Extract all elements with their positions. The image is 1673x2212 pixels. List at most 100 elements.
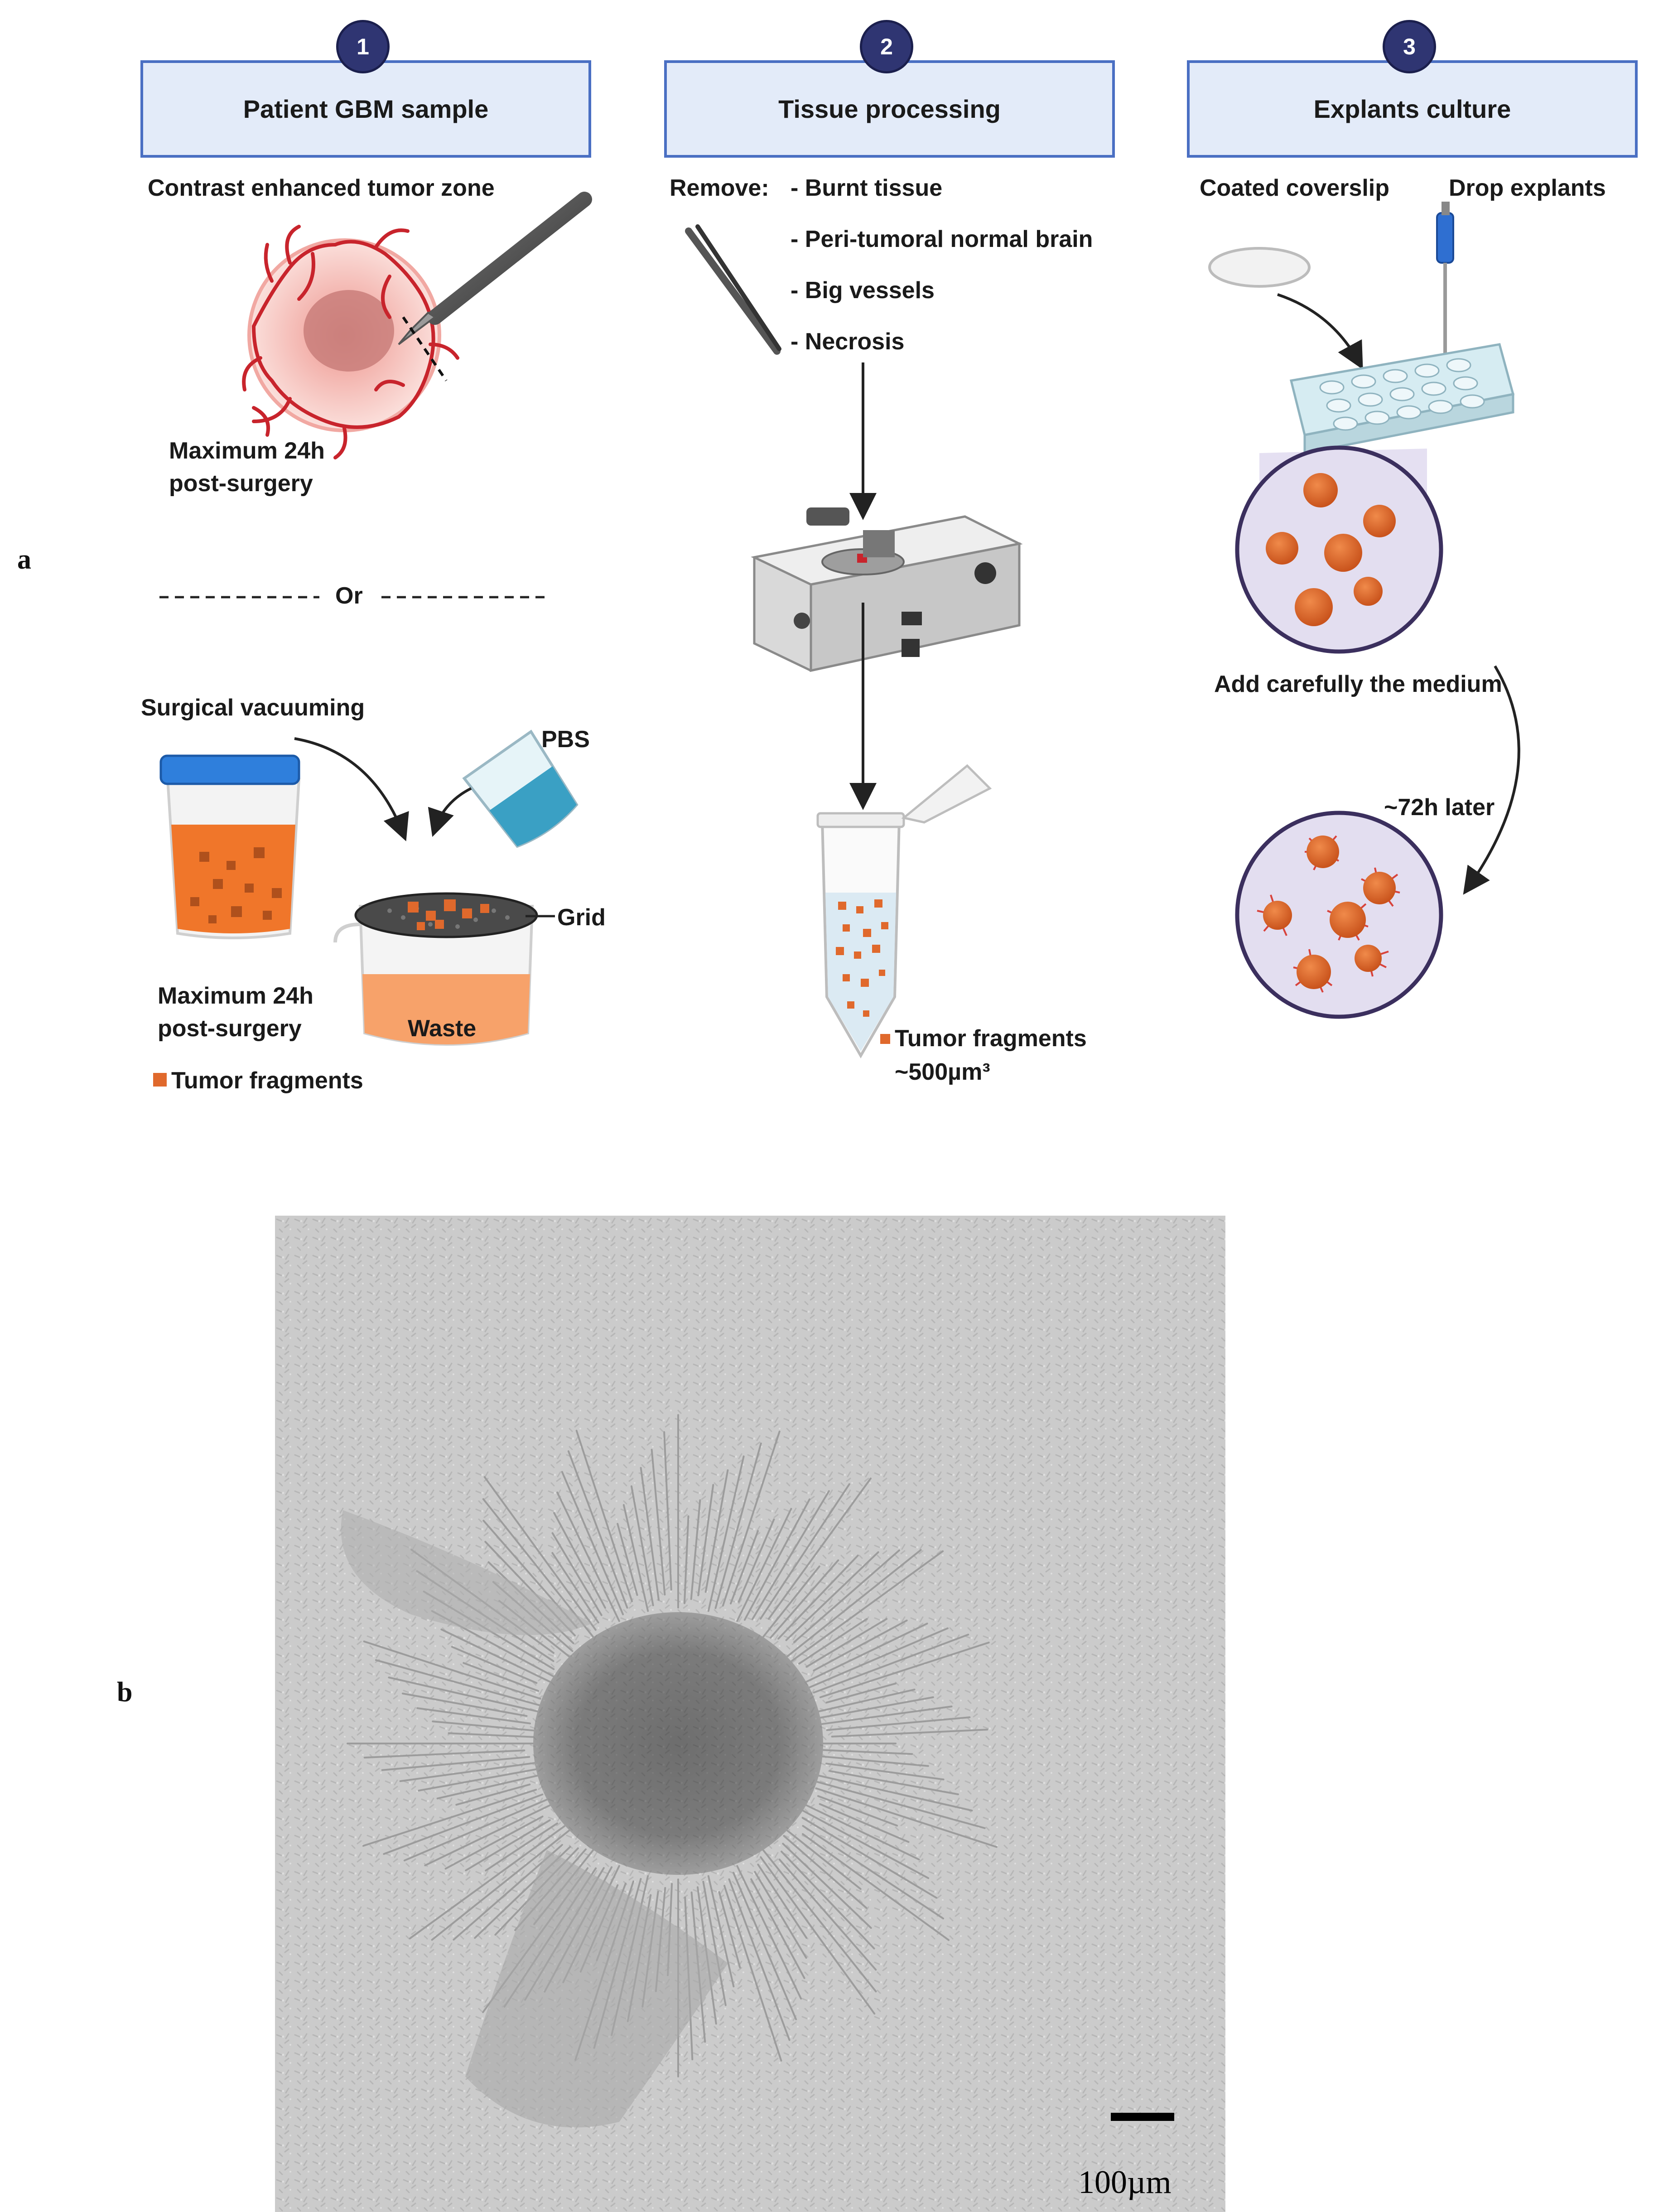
- cell-process: [375, 1659, 544, 1707]
- cell-process: [448, 1732, 539, 1739]
- cell-process: [702, 1881, 727, 2006]
- cell-process: [821, 1705, 953, 1725]
- cell-process: [575, 1430, 633, 1603]
- cell-process: [777, 1555, 859, 1640]
- remove-item-necrosis: - Necrosis: [791, 328, 905, 355]
- cell-process: [829, 1770, 959, 1796]
- cell-process: [831, 1729, 988, 1738]
- 72h-later-label: ~72h later: [1384, 794, 1495, 821]
- cell-process: [651, 1449, 666, 1596]
- cell-process: [825, 1763, 945, 1781]
- cell-process: [769, 1559, 839, 1639]
- cell-process: [707, 1875, 735, 1988]
- cell-process: [736, 1507, 792, 1622]
- step-2-box: Tissue processing: [664, 60, 1115, 158]
- cell-process: [436, 1772, 547, 1800]
- cell-process: [815, 1787, 998, 1848]
- cell-process: [782, 1843, 872, 1929]
- cell-process: [759, 1483, 850, 1620]
- waste-beaker-icon: [333, 905, 534, 1046]
- cell-process: [465, 1819, 551, 1872]
- tumor-icon: [242, 225, 459, 459]
- cell-process: [432, 1720, 535, 1732]
- cell-process: [707, 1455, 745, 1612]
- cell-process: [752, 1490, 830, 1620]
- cell-process: [718, 1891, 741, 1969]
- cell-process: [424, 1801, 557, 1867]
- scale-bar-label: 100µm: [1078, 2164, 1172, 2200]
- cell-process: [798, 1618, 868, 1665]
- vacuum-label: Surgical vacuuming: [141, 695, 365, 721]
- panel-label-a: a: [17, 544, 31, 575]
- tube-fragments-label: Tumor fragments: [895, 1025, 1087, 1052]
- cell-process: [802, 1825, 945, 1920]
- cell-process: [383, 1793, 544, 1855]
- drop-explants-label: Drop explants: [1449, 175, 1606, 201]
- cell-process: [783, 1549, 922, 1660]
- cell-process: [363, 1640, 541, 1700]
- cell-process: [409, 1825, 566, 1940]
- cell-process: [762, 1565, 820, 1638]
- cell-process: [802, 1833, 950, 1941]
- well-plate-icon: [1289, 343, 1515, 455]
- cell-process: [819, 1803, 910, 1843]
- cell-process: [551, 1532, 603, 1616]
- cell-process: [485, 1822, 558, 1872]
- time-limit-1-line1: Maximum 24h: [169, 438, 325, 464]
- remove-item-vessels: - Big vessels: [791, 277, 935, 304]
- cell-process: [810, 1772, 973, 1811]
- cell-process: [567, 1450, 628, 1609]
- step-3-box: Explants culture: [1187, 60, 1638, 158]
- grid-label: Grid: [557, 904, 606, 931]
- cell-process: [363, 1749, 526, 1759]
- coverslip-label: Coated coverslip: [1200, 175, 1390, 201]
- cell-process: [778, 1859, 877, 1971]
- cell-process: [762, 1849, 877, 1993]
- cell-process: [825, 1682, 897, 1704]
- cell-process: [812, 1780, 986, 1829]
- cell-process: [736, 1865, 802, 2000]
- waste-label: Waste: [408, 1015, 477, 1042]
- cell-process: [451, 1646, 538, 1684]
- cell-process: [440, 1628, 557, 1686]
- coverslip-icon: [1208, 247, 1311, 288]
- cell-process: [431, 1827, 573, 1941]
- step-2-badge: 2: [860, 20, 913, 73]
- cell-process: [806, 1627, 949, 1690]
- cell-process: [732, 1872, 797, 2020]
- pbs-label: PBS: [541, 726, 590, 753]
- cell-process: [826, 1716, 971, 1731]
- workflow-illustration: [153, 192, 1520, 1087]
- cell-process: [388, 1676, 547, 1715]
- cell-process: [728, 1878, 791, 2041]
- panel-label-b: b: [117, 1677, 133, 1708]
- explant-circle-72h: [1235, 811, 1443, 1019]
- specimen-container-icon: [159, 754, 301, 939]
- step-3-badge: 3: [1383, 20, 1436, 73]
- time-limit-1-line2: post-surgery: [169, 470, 313, 497]
- cell-process: [783, 1835, 868, 1909]
- remove-label: Remove:: [670, 175, 769, 201]
- cell-process: [663, 1431, 672, 1591]
- step-1-title: Patient GBM sample: [243, 95, 489, 123]
- cell-process: [714, 1442, 762, 1609]
- step-1-box: Patient GBM sample: [140, 60, 591, 158]
- cell-process: [738, 1518, 775, 1603]
- cell-process: [817, 1795, 898, 1827]
- vibratome-icon: [751, 507, 1023, 672]
- cell-process: [444, 1816, 544, 1870]
- cell-process: [418, 1768, 541, 1792]
- cell-process: [800, 1809, 930, 1879]
- cell-process: [800, 1801, 920, 1860]
- cell-process: [617, 1523, 638, 1596]
- cell-process: [553, 1512, 606, 1609]
- contrast-zone-label: Contrast enhanced tumor zone: [148, 175, 495, 201]
- cell-process: [800, 1623, 928, 1686]
- cell-process: [401, 1692, 528, 1717]
- cell-process: [805, 1618, 888, 1668]
- cell-process: [791, 1550, 944, 1662]
- cell-process: [813, 1633, 969, 1694]
- or-separator: Or: [335, 583, 363, 609]
- cell-process: [403, 1797, 550, 1862]
- cell-process: [813, 1619, 908, 1671]
